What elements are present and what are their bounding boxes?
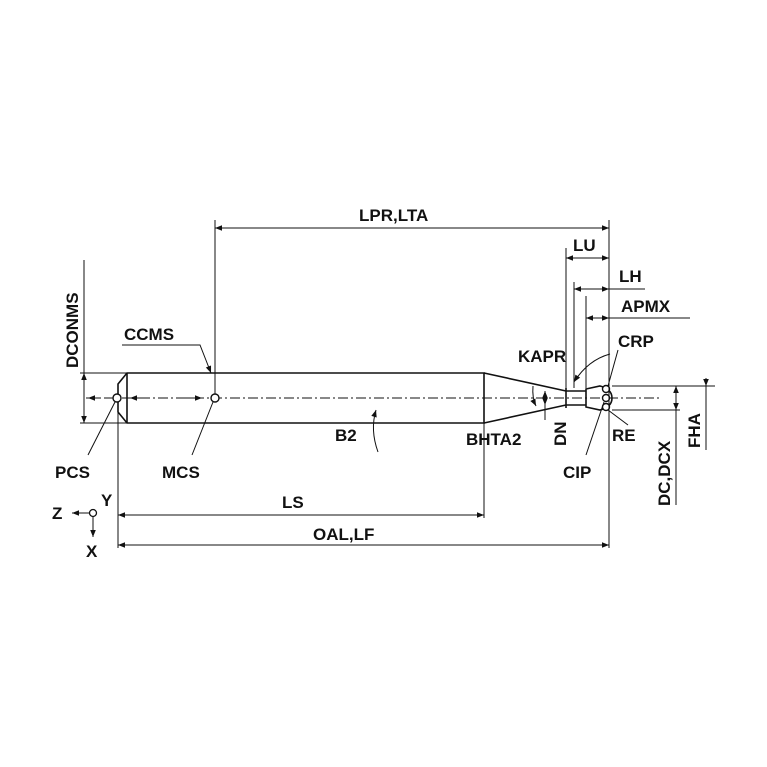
pcs-point-icon <box>112 393 122 403</box>
apmx-label: APMX <box>621 297 671 316</box>
lu-label: LU <box>573 236 596 255</box>
dimension-lines <box>81 225 709 548</box>
oal-lf-label: OAL,LF <box>313 525 374 544</box>
dc-dcx-label: DC,DCX <box>655 440 674 506</box>
crp-label: CRP <box>618 332 654 351</box>
axis-x-label: X <box>86 542 98 561</box>
neck-taper <box>483 372 567 424</box>
axis-y-label: Y <box>101 491 113 510</box>
dconms-label: DCONMS <box>63 292 82 368</box>
mcs-point-icon <box>210 393 220 403</box>
re-label: RE <box>612 426 636 445</box>
b2-angle-arc <box>371 409 379 453</box>
lpr-lta-label: LPR,LTA <box>359 206 428 225</box>
axis-z-label: Z <box>52 504 62 523</box>
axis-origin-icon <box>88 508 98 518</box>
angle-annotations <box>371 353 611 453</box>
leader-lines <box>87 344 629 456</box>
ls-label: LS <box>282 493 304 512</box>
ccms-label: CCMS <box>124 325 174 344</box>
pcs-label: PCS <box>55 463 90 482</box>
bhta2-label: BHTA2 <box>466 430 521 449</box>
cip-label: CIP <box>563 463 591 482</box>
fha-label: FHA <box>685 413 704 448</box>
b2-label: B2 <box>335 426 357 445</box>
crp-point-icon <box>601 384 611 394</box>
neck-outline <box>565 388 586 408</box>
lh-label: LH <box>619 267 642 286</box>
axis-symbol: Z Y X <box>52 491 113 561</box>
kapr-angle-arc <box>573 353 611 383</box>
kapr-label: KAPR <box>518 347 566 366</box>
cip-point-icon <box>601 393 611 403</box>
dn-label: DN <box>551 421 570 446</box>
bhta2-angle-arc <box>530 385 537 407</box>
dimension-labels: LPR,LTA LU LH APMX CCMS KAPR CRP B2 BHTA… <box>55 206 704 544</box>
mcs-label: MCS <box>162 463 200 482</box>
